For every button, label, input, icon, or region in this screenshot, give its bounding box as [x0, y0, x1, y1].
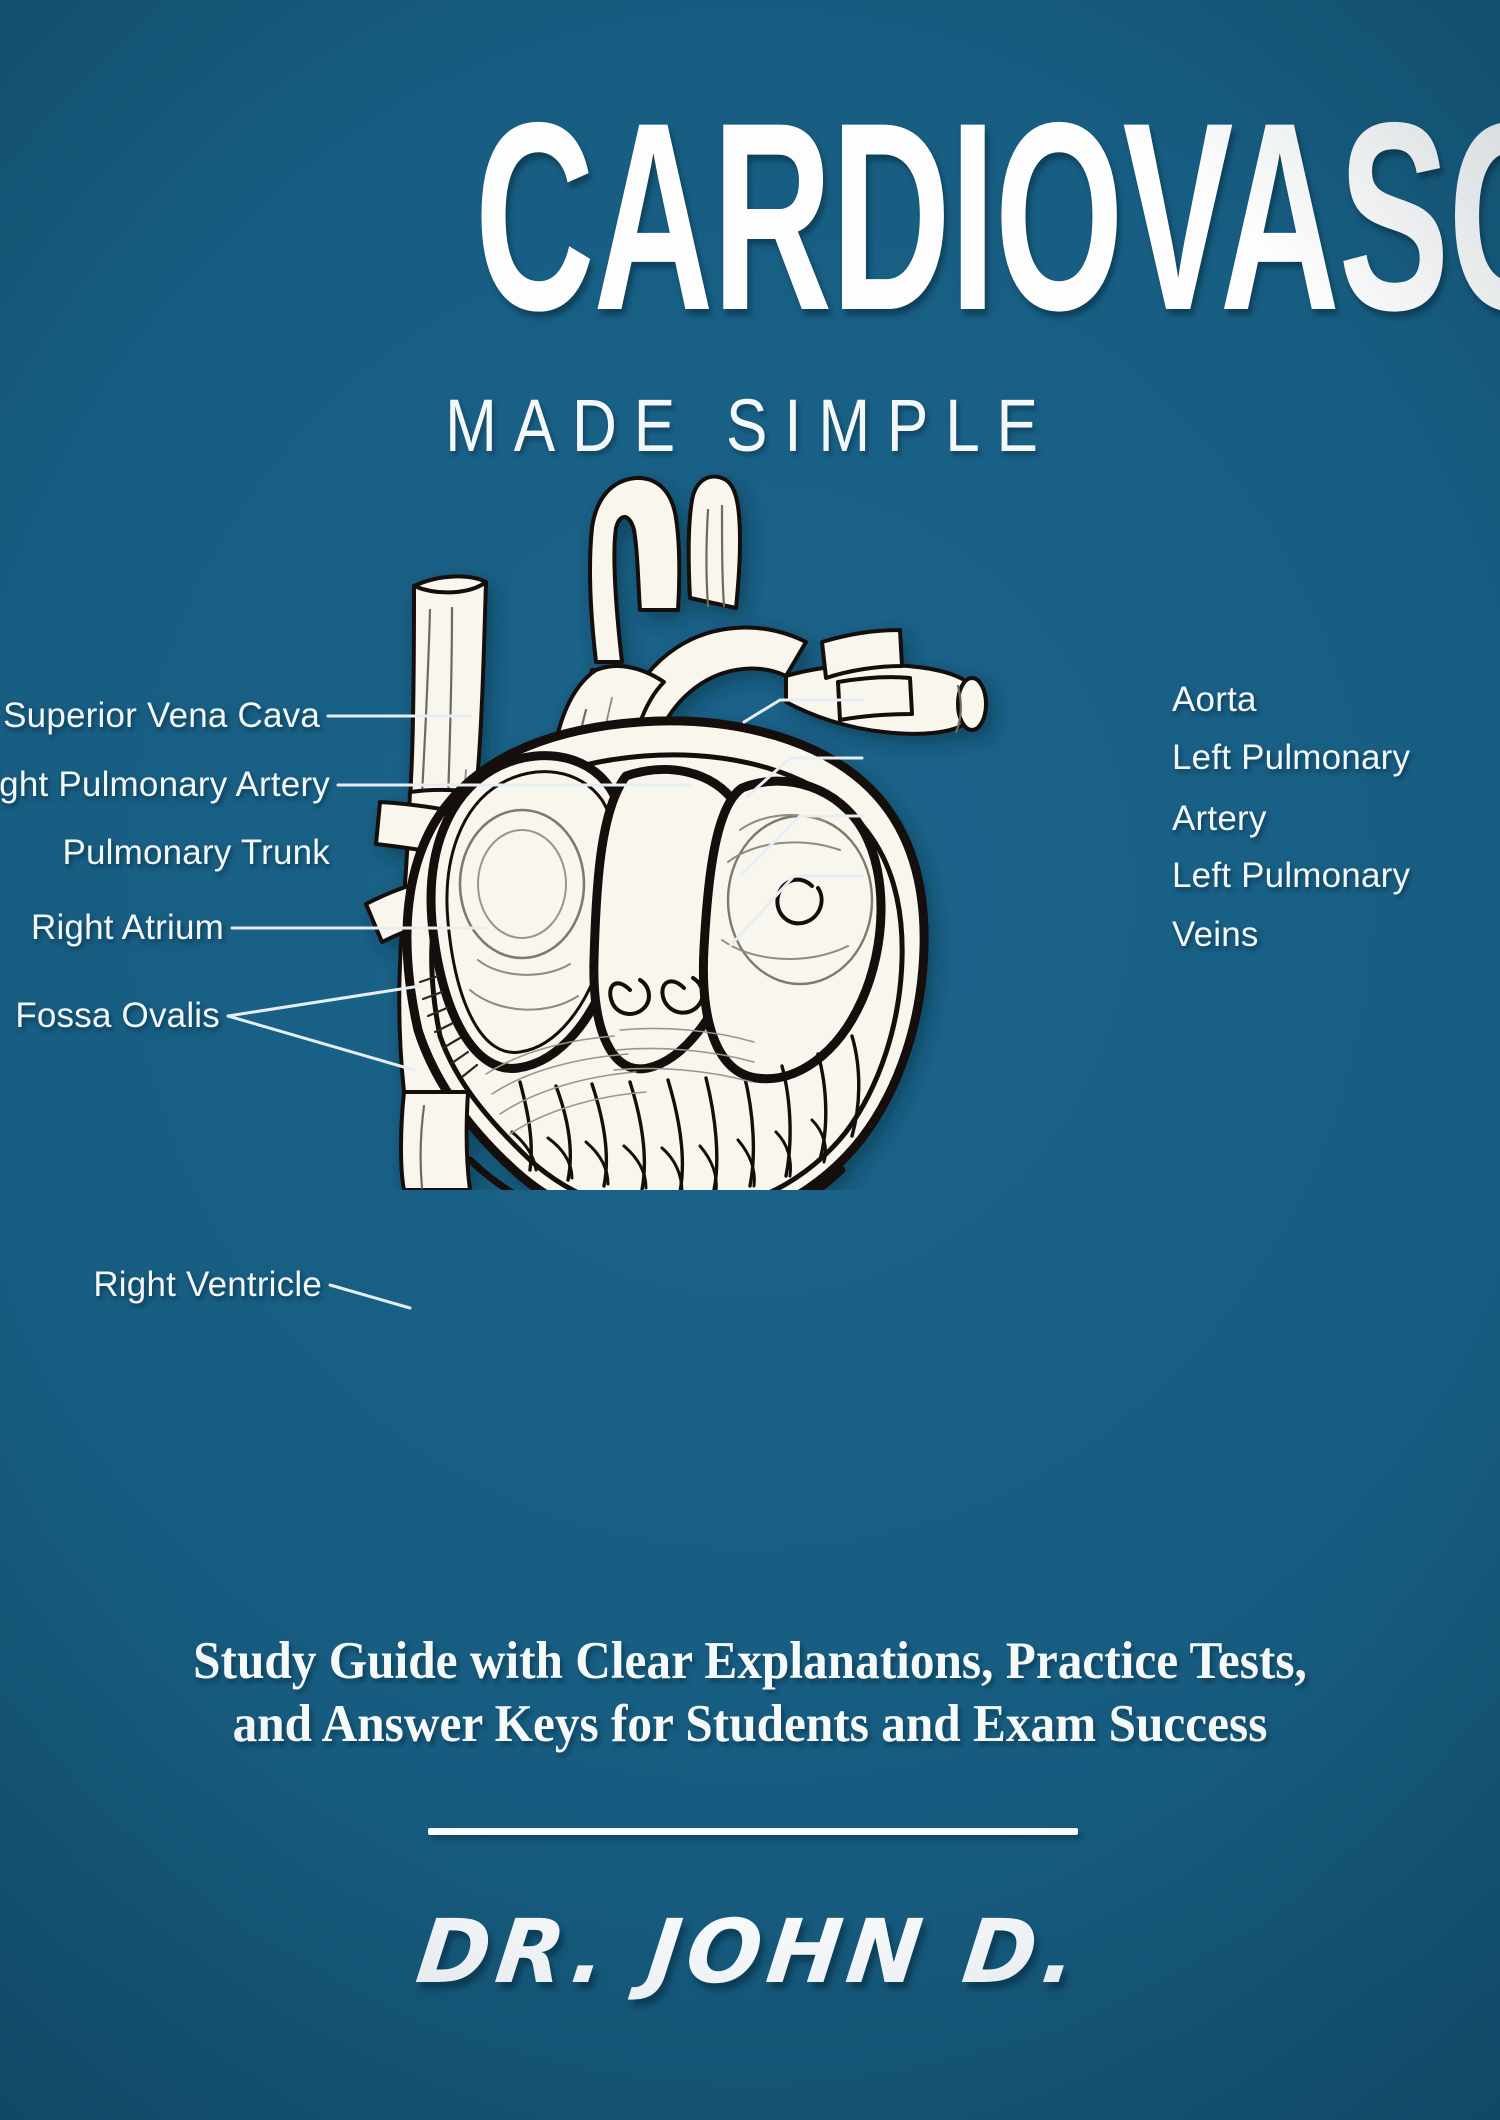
author-name: DR. JOHN D. — [411, 1900, 1089, 2003]
label-left-pulmonary-artery-line2: Artery — [1172, 798, 1267, 838]
label-left-pulmonary-artery: Left Pulmonary Artery — [1172, 738, 1410, 839]
label-right-atrium: Right Atrium — [30, 908, 224, 947]
title-block: CARDIOVASCULAR — [0, 66, 1500, 366]
label-aorta: Aorta — [1172, 680, 1257, 719]
cover-blurb-line2: and Answer Keys for Students and Exam Su… — [232, 1694, 1268, 1753]
cover-subtitle: MADE SIMPLE — [445, 384, 1055, 467]
page-title: CARDIOVASCULAR — [474, 66, 1500, 366]
label-right-ventricle: Right Ventricle — [93, 1265, 322, 1304]
cover-blurb: Study Guide with Clear Explanations, Pra… — [108, 1630, 1391, 1755]
label-right-pulmonary-artery: Right Pulmonary Artery — [0, 765, 330, 804]
label-left-pulmonary-veins: Left Pulmonary Veins — [1172, 856, 1410, 955]
label-fossa-ovalis: Fossa Ovalis — [15, 996, 220, 1035]
label-left-pulmonary-artery-line1: Left Pulmonary — [1172, 738, 1411, 777]
divider-rule — [428, 1828, 1078, 1835]
label-superior-vena-cava: Superior Vena Cava — [3, 696, 320, 735]
label-left-pulmonary-veins-line1: Left Pulmonary — [1172, 856, 1411, 895]
label-pulmonary-trunk: Pulmonary Trunk — [62, 833, 330, 872]
cover-blurb-line1: Study Guide with Clear Explanations, Pra… — [193, 1632, 1307, 1690]
label-left-pulmonary-veins-line2: Veins — [1172, 914, 1259, 954]
